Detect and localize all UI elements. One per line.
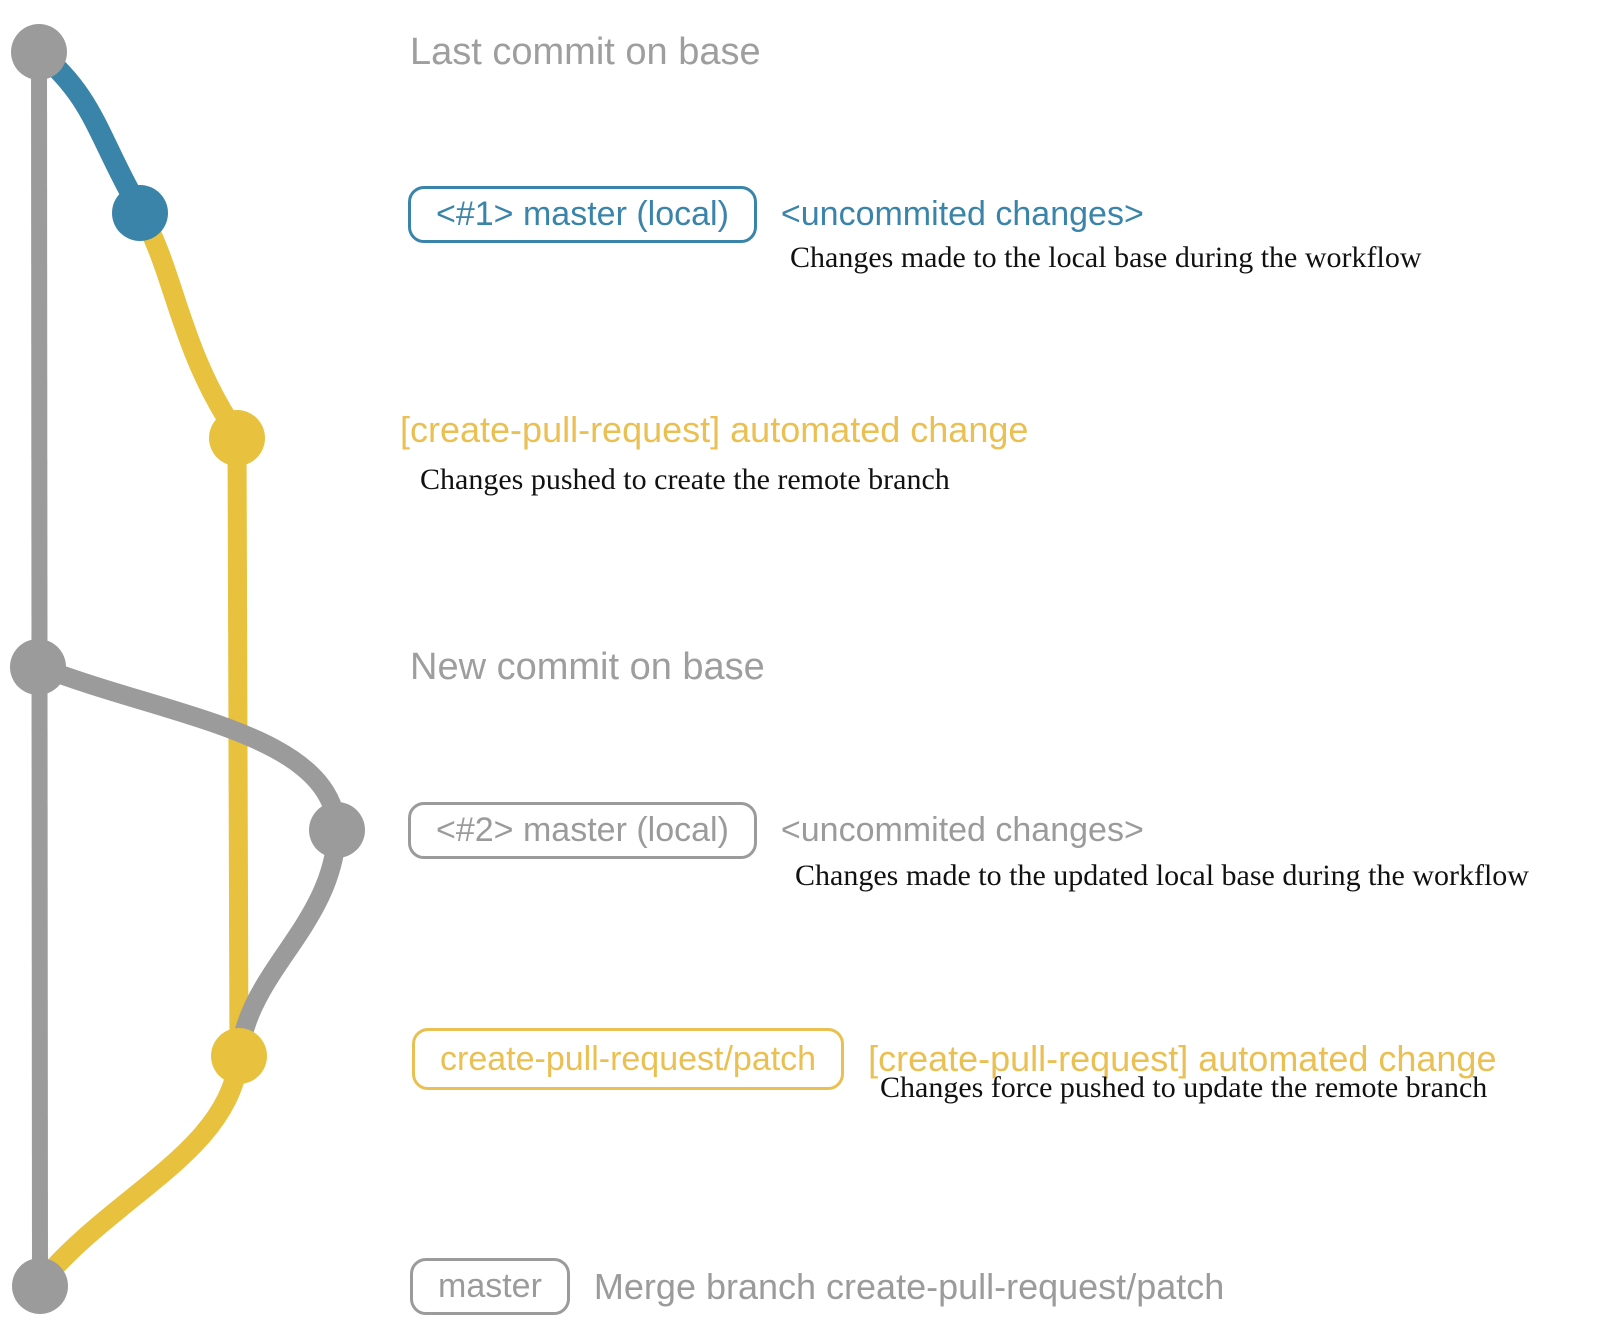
branch-line-local-master: [32, 43, 150, 216]
branch-badge-master-local-2: <#2> master (local): [408, 802, 757, 859]
commit-message-automated-1: [create-pull-request] automated change: [400, 409, 1029, 450]
commit-note-push-1: Changes pushed to create the remote bran…: [420, 463, 950, 496]
branch-badge-master: master: [410, 1258, 570, 1315]
commit-dot-patch-1: [209, 410, 265, 466]
branch-line-base-merge-in: [230, 831, 347, 1052]
commit-message-uncommited-2: <uncommited changes>: [780, 811, 1144, 849]
commit-note-1: Changes made to the local base during th…: [790, 241, 1422, 274]
commit-message-uncommited-1: <uncommited changes>: [780, 195, 1144, 233]
last-commit-label: Last commit on base: [410, 31, 761, 73]
branch-line-patch-upper: [131, 207, 246, 440]
new-commit-label: New commit on base: [410, 646, 765, 688]
commit-note-push-2: Changes force pushed to update the remot…: [880, 1071, 1488, 1104]
commit-dot-merge: [12, 1258, 68, 1314]
branch-badge-patch: create-pull-request/patch: [412, 1028, 845, 1090]
commit-dot-local-1: [112, 185, 168, 241]
commit-dot-last-base: [11, 24, 67, 80]
branch-badge-master-local-1: <#1> master (local): [408, 186, 757, 243]
commit-message-automated-2: [create-pull-request] automated change: [868, 1038, 1497, 1079]
branch-line-patch-vertical: [227, 435, 249, 1059]
commit-dot-new-base: [10, 639, 66, 695]
commit-message-merge: Merge branch create-pull-request/patch: [593, 1265, 1225, 1307]
commit-dot-patch-2: [211, 1028, 267, 1084]
branch-line-patch-merge: [35, 1056, 249, 1287]
commit-dot-local-2: [309, 802, 365, 858]
branch-line-base-merge-out: [36, 658, 347, 830]
commit-note-2: Changes made to the updated local base d…: [795, 859, 1529, 892]
